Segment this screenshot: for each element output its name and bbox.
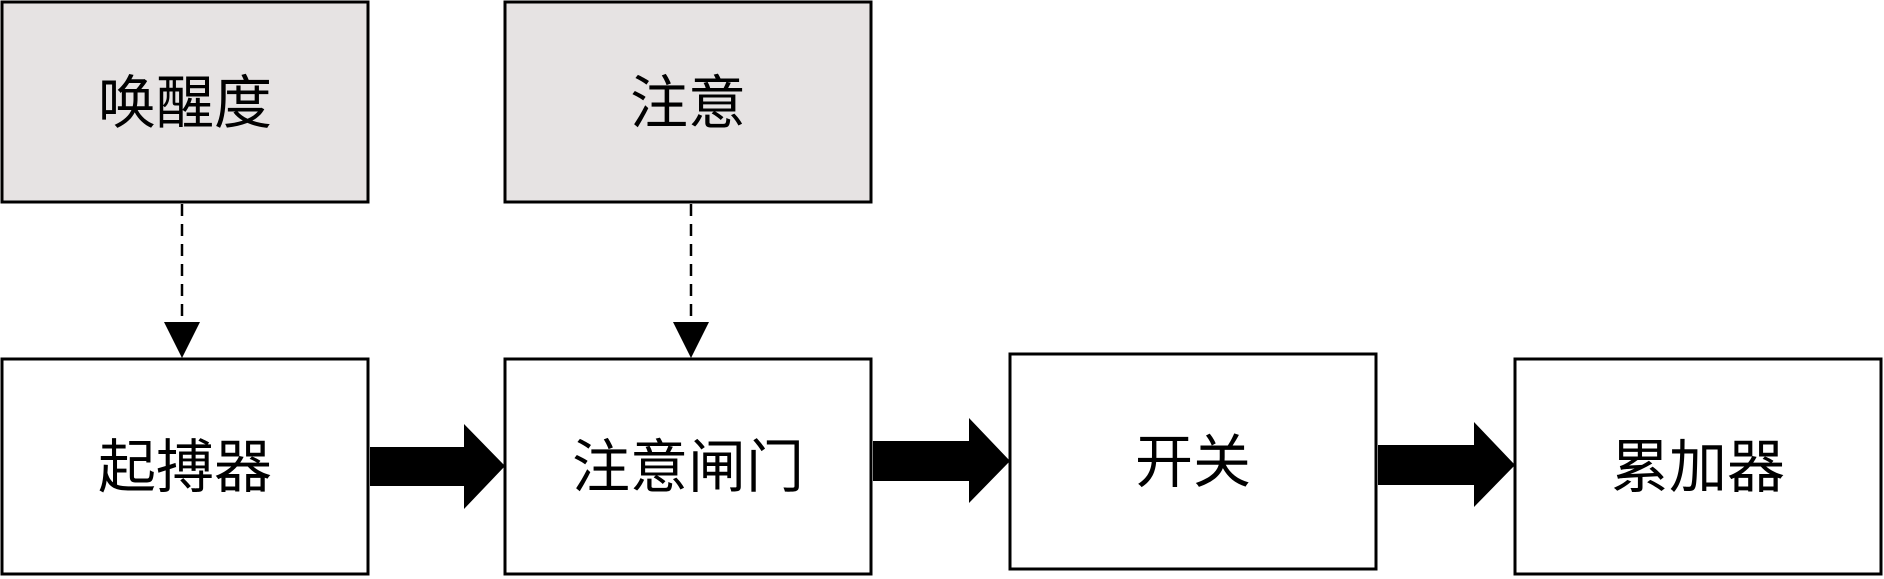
flow-arrow-switch-to-accumulator [1378,422,1515,507]
stage-rect-pacemaker [0,357,370,576]
flow-arrow-gate-to-switch [873,418,1010,503]
stage-box-switch: 开关 [1008,352,1378,571]
modulator-label-attention: 注意 [630,69,746,137]
modulator-label-arousal: 唤醒度 [98,69,272,137]
stage-rect-accumulator [1513,357,1883,576]
modulator-box-attention: 注意 [503,0,873,204]
arrowhead-arousal [164,322,200,358]
dashed-connector-attention-gate [673,204,709,358]
modulator-box-arousal: 唤醒度 [0,0,370,204]
stage-label-accumulator: 累加器 [1611,433,1785,501]
arrowhead-attention [673,322,709,358]
stage-label-attention-gate: 注意闸门 [572,433,804,501]
stage-rect-switch [1008,352,1378,571]
modulator-rect-arousal [0,0,370,204]
stage-box-attention-gate: 注意闸门 [503,357,873,576]
modulator-rect-attention [503,0,873,204]
stage-box-accumulator: 累加器 [1513,357,1883,576]
stage-label-pacemaker: 起搏器 [98,433,272,501]
stage-label-switch: 开关 [1135,428,1251,496]
stage-box-pacemaker: 起搏器 [0,357,370,576]
flow-arrow-pacemaker-to-gate [370,424,505,509]
dashed-connector-arousal-pacemaker [164,204,200,358]
stage-rect-attention-gate [503,357,873,576]
